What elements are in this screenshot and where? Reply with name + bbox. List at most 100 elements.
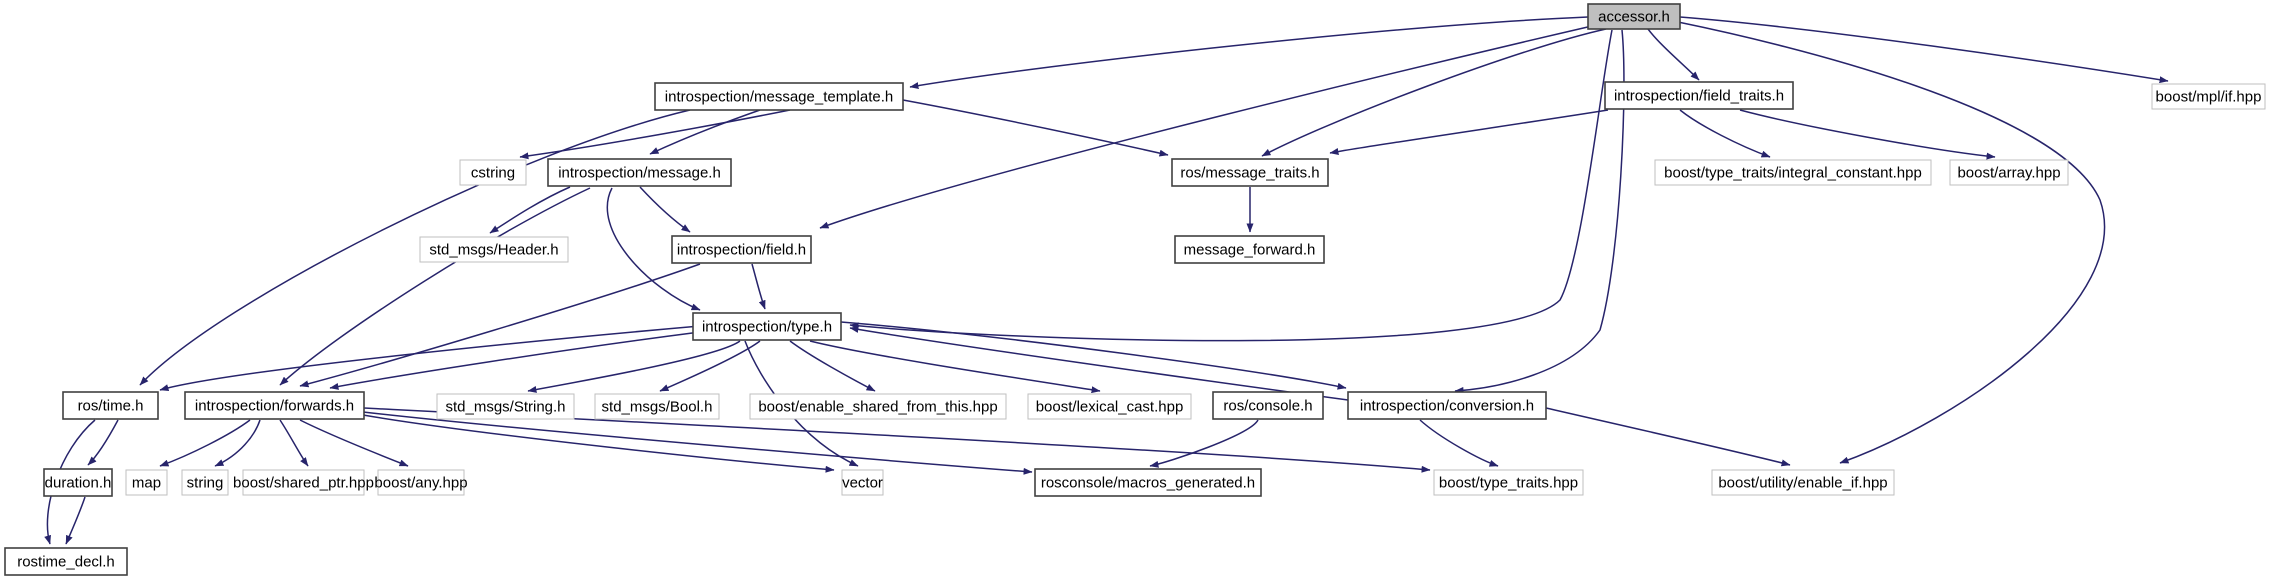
node-box-rostime_decl[interactable] <box>4 547 128 576</box>
edge-type-to-ros_time <box>159 325 701 392</box>
node-ros_console[interactable]: ros/console.h <box>1212 391 1324 420</box>
edge-msg_template-to-message <box>649 109 761 155</box>
edge-type-to-lexical_cast <box>809 340 1101 394</box>
node-enable_shared[interactable]: boost/enable_shared_from_this.hpp <box>749 393 1007 420</box>
node-boost_any[interactable]: boost/any.hpp <box>374 469 468 496</box>
edge-type-to-std_bool <box>659 340 761 392</box>
node-box-forwards[interactable] <box>184 391 365 420</box>
node-box-macros_generated[interactable] <box>1034 468 1262 497</box>
node-vector[interactable]: vector <box>841 469 884 496</box>
node-label-message: introspection/message.h <box>558 164 721 181</box>
node-field[interactable]: introspection/field.h <box>671 235 812 264</box>
node-box-std_bool[interactable] <box>594 393 720 420</box>
node-label-integral_constant: boost/type_traits/integral_constant.hpp <box>1664 164 1922 181</box>
node-label-lexical_cast: boost/lexical_cast.hpp <box>1036 398 1184 415</box>
node-box-type_traits_hpp[interactable] <box>1433 469 1584 496</box>
node-std_header[interactable]: std_msgs/Header.h <box>419 236 569 263</box>
node-message[interactable]: introspection/message.h <box>547 158 732 187</box>
node-msg_traits[interactable]: ros/message_traits.h <box>1171 158 1329 187</box>
edge-msg_template-to-msg_traits <box>902 99 1169 157</box>
node-box-conversion[interactable] <box>1347 391 1547 420</box>
node-box-enable_shared[interactable] <box>749 393 1007 420</box>
node-rostime_decl[interactable]: rostime_decl.h <box>4 547 128 576</box>
node-duration[interactable]: duration.h <box>43 468 113 497</box>
node-box-msg_template[interactable] <box>654 82 904 111</box>
node-string[interactable]: string <box>181 469 229 496</box>
edge-ros_time-to-duration <box>87 419 119 466</box>
node-box-ros_time[interactable] <box>62 391 159 420</box>
edge-forwards-to-map <box>159 419 251 467</box>
node-accessor[interactable]: accessor.h <box>1587 3 1681 30</box>
node-label-field_traits: introspection/field_traits.h <box>1614 87 1784 104</box>
node-label-macros_generated: rosconsole/macros_generated.h <box>1041 474 1255 491</box>
node-box-enable_if[interactable] <box>1711 469 1895 496</box>
node-box-field[interactable] <box>671 235 812 264</box>
node-std_string[interactable]: std_msgs/String.h <box>436 393 575 420</box>
edge-conversion-to-type_traits_hpp <box>1419 419 1499 467</box>
node-std_bool[interactable]: std_msgs/Bool.h <box>594 393 720 420</box>
node-ros_time[interactable]: ros/time.h <box>62 391 159 420</box>
node-box-map[interactable] <box>125 469 168 496</box>
edge-message-to-type <box>606 187 701 311</box>
node-integral_constant[interactable]: boost/type_traits/integral_constant.hpp <box>1654 159 1932 186</box>
node-box-accessor[interactable] <box>1587 3 1681 30</box>
node-field_traits[interactable]: introspection/field_traits.h <box>1604 81 1794 110</box>
node-box-duration[interactable] <box>43 468 113 497</box>
node-forwards[interactable]: introspection/forwards.h <box>184 391 365 420</box>
node-box-ros_console[interactable] <box>1212 391 1324 420</box>
edge-field-to-forwards <box>299 263 701 388</box>
edge-forwards-to-string <box>214 419 261 467</box>
node-cstring[interactable]: cstring <box>459 159 527 186</box>
node-box-std_string[interactable] <box>436 393 575 420</box>
node-label-message_forward: message_forward.h <box>1184 241 1316 258</box>
edge-message-to-std_header <box>489 186 571 234</box>
edge-accessor-to-msg_traits <box>1261 28 1607 157</box>
edge-msg_template-to-cstring <box>519 109 791 160</box>
edge-type-to-enable_shared <box>789 340 876 392</box>
edge-message-to-field <box>639 186 691 233</box>
node-box-shared_ptr[interactable] <box>242 469 365 496</box>
node-label-duration: duration.h <box>45 474 112 491</box>
node-box-string[interactable] <box>181 469 229 496</box>
node-label-string: string <box>187 474 224 491</box>
node-box-message_forward[interactable] <box>1174 235 1325 264</box>
edge-accessor-to-type <box>849 29 1613 342</box>
node-box-message[interactable] <box>547 158 732 187</box>
node-box-msg_traits[interactable] <box>1171 158 1329 187</box>
node-label-boost_array: boost/array.hpp <box>1957 164 2060 181</box>
node-type[interactable]: introspection/type.h <box>692 312 842 341</box>
node-label-boost_any: boost/any.hpp <box>374 474 467 491</box>
edge-forwards-to-macros_generated <box>362 411 1033 475</box>
node-macros_generated[interactable]: rosconsole/macros_generated.h <box>1034 468 1262 497</box>
node-box-mpl_if[interactable] <box>2151 83 2266 110</box>
node-box-lexical_cast[interactable] <box>1027 393 1192 420</box>
edge-accessor-to-msg_template <box>909 16 1589 90</box>
node-label-forwards: introspection/forwards.h <box>195 397 354 414</box>
edge-ros_console-to-macros_generated <box>1149 419 1259 468</box>
edge-message-to-forwards <box>279 187 591 386</box>
node-message_forward[interactable]: message_forward.h <box>1174 235 1325 264</box>
node-shared_ptr[interactable]: boost/shared_ptr.hpp <box>233 469 374 496</box>
node-msg_template[interactable]: introspection/message_template.h <box>654 82 904 111</box>
node-box-boost_any[interactable] <box>377 469 465 496</box>
node-box-vector[interactable] <box>841 469 884 496</box>
node-label-enable_if: boost/utility/enable_if.hpp <box>1718 474 1887 491</box>
node-label-std_header: std_msgs/Header.h <box>429 241 558 258</box>
node-box-cstring[interactable] <box>459 159 527 186</box>
node-box-boost_array[interactable] <box>1949 159 2069 186</box>
node-box-std_header[interactable] <box>419 236 569 263</box>
edge-forwards-to-boost_any <box>299 419 409 467</box>
node-lexical_cast[interactable]: boost/lexical_cast.hpp <box>1027 393 1192 420</box>
node-box-integral_constant[interactable] <box>1654 159 1932 186</box>
node-map[interactable]: map <box>125 469 168 496</box>
node-box-type[interactable] <box>692 312 842 341</box>
edge-field_traits-to-integral_constant <box>1679 109 1771 158</box>
node-type_traits_hpp[interactable]: boost/type_traits.hpp <box>1433 469 1584 496</box>
node-boost_array[interactable]: boost/array.hpp <box>1949 159 2069 186</box>
node-mpl_if[interactable]: boost/mpl/if.hpp <box>2151 83 2266 110</box>
node-box-field_traits[interactable] <box>1604 81 1794 110</box>
node-enable_if[interactable]: boost/utility/enable_if.hpp <box>1711 469 1895 496</box>
node-label-field: introspection/field.h <box>677 241 806 258</box>
node-conversion[interactable]: introspection/conversion.h <box>1347 391 1547 420</box>
